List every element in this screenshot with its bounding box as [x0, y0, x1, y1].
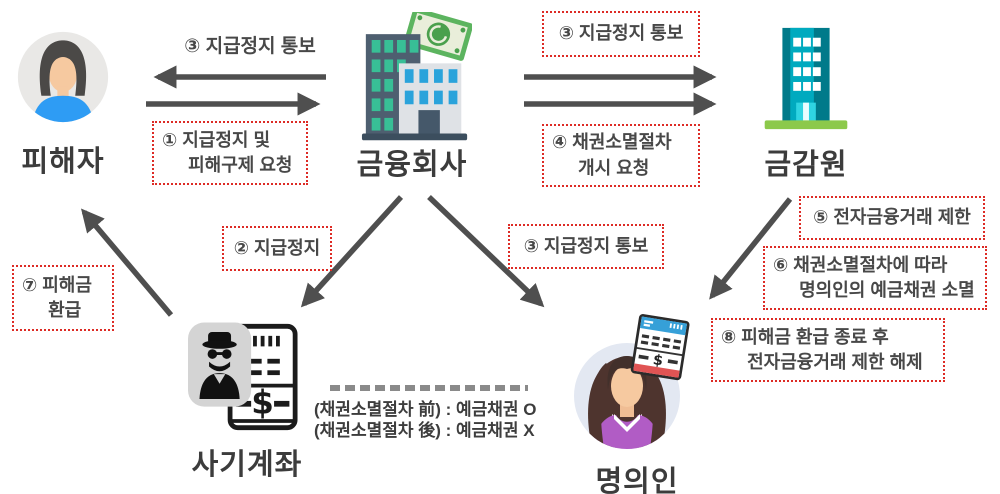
- victim-avatar-icon: [17, 31, 109, 123]
- step3-notify-fss-text: ③ 지급정지 통보: [558, 23, 684, 44]
- svg-text:$: $: [652, 352, 664, 369]
- fraud-account-icon: $: [188, 322, 298, 431]
- fss-label: 금감원: [764, 149, 848, 181]
- arrow-company-to-fraud-account: [300, 195, 404, 308]
- step6-extinguish-box: ⑥ 채권소멸절차에 따라 명의인의 예금채권 소멸: [763, 246, 987, 310]
- arrow-fraud-account-to-victim: [81, 208, 174, 317]
- step3-notify-holder-text: ③ 지급정지 통보: [523, 235, 649, 256]
- step7-refund-text: ⑦ 피해금 환급: [22, 274, 92, 320]
- note-divider: [330, 385, 528, 391]
- step3-notify-victim-label: ③ 지급정지 통보: [184, 36, 316, 57]
- step1-request-box: ① 지급정지 및 피해구제 요청: [152, 121, 308, 185]
- step3-notify-holder-box: ③ 지급정지 통보: [508, 224, 664, 269]
- fraud-account-label: 사기계좌: [191, 449, 303, 481]
- step8-release-box: ⑧ 피해금 환급 종료 후 전자금융거래 제한 해제: [711, 318, 945, 382]
- account-holder-avatar-icon: [574, 343, 680, 449]
- deposit-claim-note: (채권소멸절차 前) : 예금채권 O (채권소멸절차 後) : 예금채권 X: [314, 399, 537, 441]
- step2-suspend-text: ② 지급정지: [233, 237, 321, 258]
- step8-release-text: ⑧ 피해금 환급 종료 후 전자금융거래 제한 해제: [721, 326, 923, 372]
- step7-refund-box: ⑦ 피해금 환급: [12, 265, 114, 331]
- step5-restrict-box: ⑤ 전자금융거래 제한: [799, 196, 985, 240]
- step4-request-box: ④ 채권소멸절차 개시 요청: [542, 124, 700, 187]
- step5-restrict-text: ⑤ 전자금융거래 제한: [813, 207, 971, 228]
- step4-request-text: ④ 채권소멸절차 개시 요청: [552, 132, 672, 178]
- arrow-fss-to-holder: [709, 197, 793, 300]
- holder-ledger-icon: $: [630, 314, 690, 381]
- step6-extinguish-text: ⑥ 채권소멸절차에 따라 명의인의 예금채권 소멸: [773, 254, 975, 300]
- arrow-company-to-holder: [427, 195, 545, 308]
- step1-request-text: ① 지급정지 및 피해구제 요청: [162, 129, 293, 175]
- financial-company-label: 금융회사: [356, 149, 468, 181]
- step2-suspend-box: ② 지급정지: [222, 226, 332, 271]
- fss-building-icon: [764, 27, 848, 130]
- financial-company-icon: [361, 12, 472, 141]
- account-holder-label: 명의인: [595, 466, 679, 494]
- step3-notify-fss-box: ③ 지급정지 통보: [542, 11, 700, 57]
- victim-label: 피해자: [21, 146, 105, 178]
- note-after-line: (채권소멸절차 後) : 예금채권 X: [314, 421, 535, 440]
- svg-text:$: $: [251, 383, 274, 421]
- note-before-line: (채권소멸절차 前) : 예금채권 O: [314, 400, 537, 419]
